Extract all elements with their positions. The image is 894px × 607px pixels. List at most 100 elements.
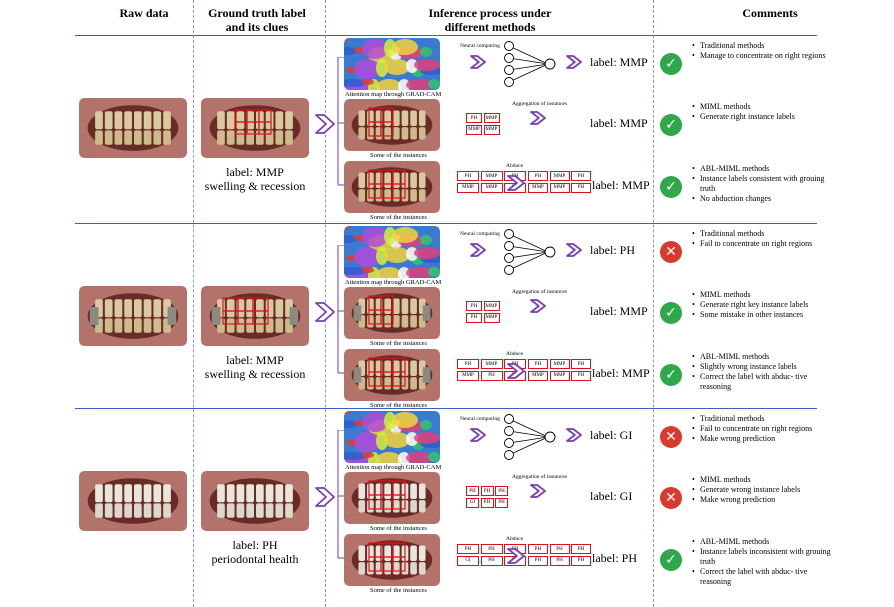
comment-item: ABL-MIML methods bbox=[692, 352, 840, 362]
instance-cell: MMP bbox=[457, 370, 479, 381]
comment-item: Fail to concentrate on right regions bbox=[692, 424, 840, 434]
method-image bbox=[344, 226, 440, 278]
method-image bbox=[344, 99, 440, 151]
header-comments: Comments bbox=[742, 6, 798, 20]
method-comments: MIML methodsGenerate wrong instance labe… bbox=[682, 475, 840, 505]
predicted-label: label: MMP bbox=[592, 178, 650, 192]
flow-arrow-icon bbox=[530, 484, 546, 498]
flow-arrow-icon bbox=[566, 428, 582, 442]
method-comments: ABL-MIML methodsSlightly wrong instance … bbox=[682, 352, 840, 392]
ground-truth-clue: swelling & recession bbox=[204, 367, 306, 381]
check-icon: ✓ bbox=[660, 364, 682, 386]
predicted-label: label: MMP bbox=[590, 116, 648, 130]
instance-cell: MMP bbox=[483, 312, 500, 323]
process-arrow-icon bbox=[315, 487, 335, 507]
method-caption: Some of the instances bbox=[370, 340, 427, 347]
method-comments: Traditional methodsFail to concentrate o… bbox=[682, 414, 840, 444]
method-image bbox=[344, 38, 440, 90]
col-divider-1 bbox=[193, 0, 194, 607]
header-inference: Inference process under different method… bbox=[428, 6, 552, 34]
aggregation-note: Aggregation of instances bbox=[512, 101, 567, 107]
method-caption: Some of the instances bbox=[370, 214, 427, 221]
header-ground-truth: Ground truth label and its clues bbox=[208, 6, 306, 34]
method-caption: Attention map through GRAD-CAM bbox=[345, 464, 442, 471]
neural-computing-note: Neural computing bbox=[460, 416, 500, 422]
instance-cell: MMP bbox=[480, 171, 503, 181]
instance-cell: MMP bbox=[483, 301, 500, 311]
comment-item: MIML methods bbox=[692, 102, 840, 112]
instance-cell: PH bbox=[528, 555, 548, 566]
abduce-note: Abduce bbox=[506, 163, 524, 169]
instance-cell: GI bbox=[466, 497, 479, 508]
flow-arrow-icon bbox=[566, 243, 582, 257]
abduce-note: Abduce bbox=[506, 536, 524, 542]
instance-cell: PH bbox=[571, 359, 591, 369]
raw-teeth-photo bbox=[79, 471, 187, 531]
instance-cell: PH bbox=[528, 359, 548, 369]
check-icon: ✓ bbox=[660, 549, 682, 571]
instance-cell: PH bbox=[571, 182, 591, 193]
clue-region-boxes bbox=[234, 109, 272, 135]
comment-item: Instance labels consistent with grouing … bbox=[692, 174, 840, 194]
instance-cell: PH bbox=[457, 544, 479, 554]
row-divider-top bbox=[75, 35, 817, 36]
neural-network-diagram bbox=[504, 229, 556, 275]
instance-cell: MMP bbox=[480, 182, 503, 193]
process-arrow-icon bbox=[315, 302, 335, 322]
aggregation-note: Aggregation of instances bbox=[512, 474, 567, 480]
instance-boxes bbox=[368, 295, 394, 325]
comment-item: Traditional methods bbox=[692, 229, 840, 239]
instance-cell: PH bbox=[549, 544, 570, 554]
flow-arrow-icon bbox=[470, 55, 486, 69]
predicted-label: label: GI bbox=[590, 428, 633, 442]
instance-boxes bbox=[368, 480, 406, 510]
method-comments: Traditional methodsFail to concentrate o… bbox=[682, 229, 840, 249]
row-divider-2 bbox=[75, 408, 817, 409]
ground-truth-clue: swelling & recession bbox=[204, 179, 306, 193]
method-comments: ABL-MIML methodsInstance labels inconsis… bbox=[682, 537, 840, 587]
predicted-label: label: MMP bbox=[590, 55, 648, 69]
instance-cell: PH bbox=[571, 555, 591, 566]
cross-icon: ✕ bbox=[660, 487, 682, 509]
ground-truth-teeth-photo bbox=[201, 286, 309, 346]
instance-cell: PH bbox=[480, 555, 503, 566]
flow-arrow-icon bbox=[530, 111, 546, 125]
method-caption: Some of the instances bbox=[370, 525, 427, 532]
method-caption: Attention map through GRAD-CAM bbox=[345, 91, 442, 98]
method-comments: Traditional methodsManage to concentrate… bbox=[682, 41, 840, 61]
instance-cell: PH bbox=[480, 370, 503, 381]
abduce-arrow-icon bbox=[507, 548, 525, 564]
instance-boxes bbox=[368, 169, 406, 199]
neural-computing-note: Neural computing bbox=[460, 43, 500, 49]
instance-cell: MMP bbox=[480, 359, 503, 369]
instance-cell: PH bbox=[549, 555, 570, 566]
abduce-arrow-icon bbox=[507, 175, 525, 191]
check-icon: ✓ bbox=[660, 114, 682, 136]
abduce-arrow-icon bbox=[507, 363, 525, 379]
instance-cell: PH bbox=[571, 171, 591, 181]
comment-item: Slightly wrong instance labels bbox=[692, 362, 840, 372]
instance-cell: MMP bbox=[528, 370, 548, 381]
instance-cell: MMP bbox=[483, 113, 500, 123]
instance-cell: MMP bbox=[528, 182, 548, 193]
instance-cell: PH bbox=[528, 544, 548, 554]
clue-region-boxes bbox=[222, 297, 269, 325]
comment-item: Generate wrong instance labels bbox=[692, 485, 840, 495]
instance-cell: MMP bbox=[466, 124, 482, 135]
comment-item: No abduction changes bbox=[692, 194, 840, 204]
instance-cell: PH bbox=[466, 301, 482, 311]
instance-cell: MMP bbox=[457, 182, 479, 193]
predicted-label: label: PH bbox=[592, 551, 637, 565]
instance-cell: PH bbox=[571, 544, 591, 554]
comment-item: Generate right key instance labels bbox=[692, 300, 840, 310]
comment-item: ABL-MIML methods bbox=[692, 537, 840, 547]
comment-item: Fail to concentrate on right regions bbox=[692, 239, 840, 249]
method-comments: ABL-MIML methodsInstance labels consiste… bbox=[682, 164, 840, 204]
col-divider-3 bbox=[653, 0, 654, 607]
instance-cell: PH bbox=[457, 171, 479, 181]
